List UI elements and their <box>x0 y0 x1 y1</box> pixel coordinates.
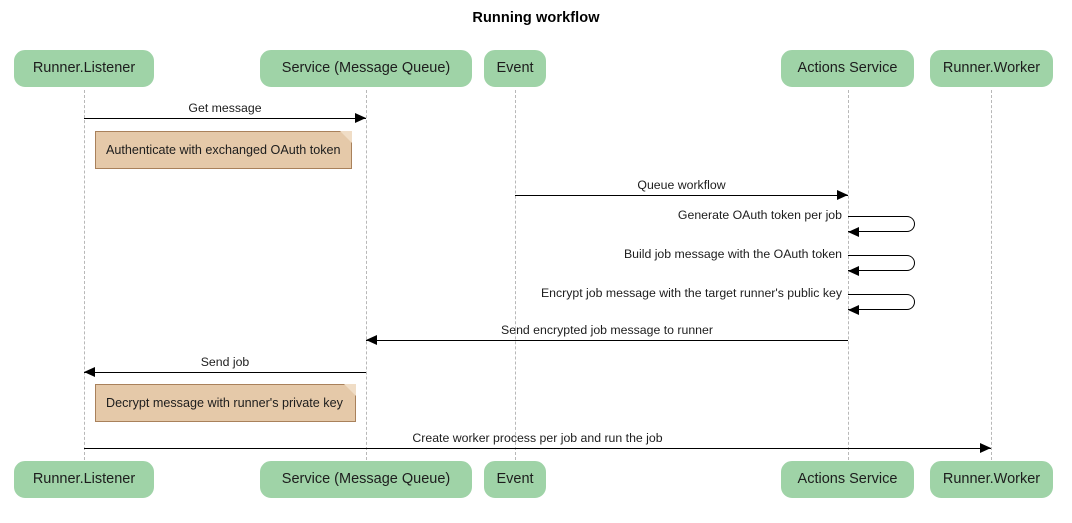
arrowhead-encrypt-job-message-with-the-target-runners-public-key <box>848 304 859 315</box>
arrowhead-queue-workflow <box>837 190 848 201</box>
actor-actions-service-bottom[interactable]: Actions Service <box>781 461 914 498</box>
arrowhead-send-encrypted-job-message-to-runner <box>366 335 377 346</box>
message-label-get-message: Get message <box>188 101 262 115</box>
message-label-generate-oauth-token-per-job: Generate OAuth token per job <box>677 208 842 222</box>
actor-label: Actions Service <box>797 60 898 77</box>
self-message-encrypt-job-message-with-the-target-runners-public-key <box>848 294 915 310</box>
actor-label: Event <box>496 471 534 488</box>
message-label-queue-workflow: Queue workflow <box>637 178 726 192</box>
lifeline-service-message-queue <box>366 90 367 460</box>
actor-runner-listener-top[interactable]: Runner.Listener <box>14 50 154 87</box>
actor-runner-worker-bottom[interactable]: Runner.Worker <box>930 461 1053 498</box>
lifeline-event <box>515 90 516 460</box>
actor-label: Service (Message Queue) <box>281 471 451 488</box>
message-label-build-job-message-with-the-oauth-token: Build job message with the OAuth token <box>623 247 842 261</box>
actor-label: Runner.Worker <box>942 60 1041 77</box>
actor-runner-worker-top[interactable]: Runner.Worker <box>930 50 1053 87</box>
message-label-send-encrypted-job-message-to-runner: Send encrypted job message to runner <box>501 323 713 337</box>
actor-service-message-queue-bottom[interactable]: Service (Message Queue) <box>260 461 472 498</box>
page-title: Running workflow <box>472 10 600 26</box>
actor-actions-service-top[interactable]: Actions Service <box>781 50 914 87</box>
note-authenticate-with-exchanged-oauth-token: Authenticate with exchanged OAuth token <box>95 131 352 169</box>
actor-service-message-queue-top[interactable]: Service (Message Queue) <box>260 50 472 87</box>
message-label-send-job: Send job <box>200 355 250 369</box>
arrowhead-create-worker-process-per-job-and-run-the-job <box>980 443 991 454</box>
actor-label: Service (Message Queue) <box>281 60 451 77</box>
actor-event-top[interactable]: Event <box>484 50 546 87</box>
actor-label: Event <box>496 60 534 77</box>
message-line-get-message <box>84 118 366 119</box>
note-fold-corner-icon <box>342 384 356 398</box>
message-label-create-worker-process-per-job-and-run-the-job: Create worker process per job and run th… <box>412 431 663 445</box>
actor-label: Runner.Listener <box>32 60 136 77</box>
arrowhead-generate-oauth-token-per-job <box>848 226 859 237</box>
actor-label: Runner.Listener <box>32 471 136 488</box>
note-decrypt-message-with-runners-private-key: Decrypt message with runner's private ke… <box>95 384 356 422</box>
message-line-queue-workflow <box>515 195 848 196</box>
note-label: Authenticate with exchanged OAuth token <box>106 143 341 157</box>
self-message-generate-oauth-token-per-job <box>848 216 915 232</box>
note-label: Decrypt message with runner's private ke… <box>106 396 343 410</box>
message-line-create-worker-process-per-job-and-run-the-job <box>84 448 991 449</box>
lifeline-runner-listener <box>84 90 85 460</box>
message-line-send-encrypted-job-message-to-runner <box>366 340 848 341</box>
actor-runner-listener-bottom[interactable]: Runner.Listener <box>14 461 154 498</box>
actor-label: Actions Service <box>797 471 898 488</box>
arrowhead-get-message <box>355 113 366 124</box>
note-fold-corner-icon <box>338 131 352 145</box>
actor-label: Runner.Worker <box>942 471 1041 488</box>
message-line-send-job <box>84 372 366 373</box>
actor-event-bottom[interactable]: Event <box>484 461 546 498</box>
arrowhead-send-job <box>84 367 95 378</box>
message-label-encrypt-job-message-with-the-target-runners-public-key: Encrypt job message with the target runn… <box>540 286 842 300</box>
lifeline-runner-worker <box>991 90 992 460</box>
self-message-build-job-message-with-the-oauth-token <box>848 255 915 271</box>
arrowhead-build-job-message-with-the-oauth-token <box>848 265 859 276</box>
